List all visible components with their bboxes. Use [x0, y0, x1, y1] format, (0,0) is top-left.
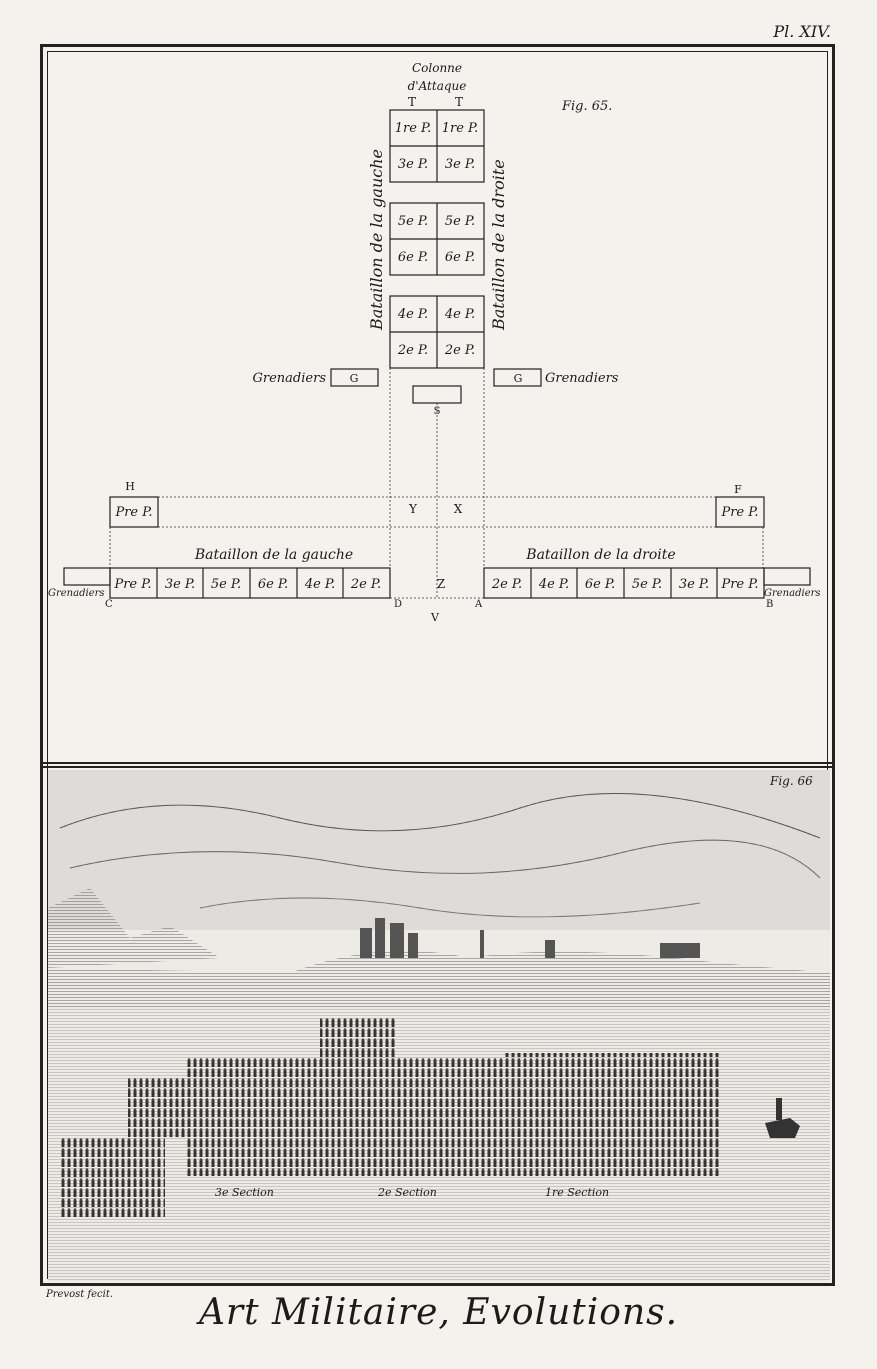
right-line-cell-4: 5e P. [632, 577, 662, 592]
fig65-label: Fig. 65. [561, 99, 612, 114]
left-line-cell-5: 4e P. [304, 577, 335, 592]
grenadiers-right-label: Grenadiers [545, 371, 619, 386]
plate-title: Art Militaire, Evolutions. [0, 1292, 877, 1333]
col-cell-3-left: 3e P. [398, 157, 428, 172]
section-3-label: 3e Section [215, 1186, 274, 1199]
fig66-label: Fig. 66 [770, 774, 813, 788]
col-cell-6-left: 6e P. [398, 250, 428, 265]
label-D: D [394, 599, 402, 610]
left-line-cell-1: Pre P. [113, 577, 151, 592]
section-1-label: 1re Section [545, 1186, 609, 1199]
right-line-cell-5: 3e P. [679, 577, 709, 592]
left-line-cell-4: 6e P. [258, 577, 288, 592]
label-Y: Y [408, 502, 418, 516]
label-Z: Z [437, 577, 445, 591]
grenadier-box-left-G: G [350, 372, 359, 385]
fig66-engraving [0, 768, 877, 1288]
label-T-left: T [408, 95, 416, 109]
right-line-cell-2: 4e P. [538, 577, 569, 592]
label-V: V [430, 611, 440, 624]
battalion-right-vertical-label: Bataillon de la droite [489, 159, 508, 331]
col-cell-2-left: 2e P. [397, 343, 428, 358]
label-B: B [766, 599, 773, 610]
fig65-diagram: Fig. 65. Colonne d'Attaque T T Bataillon… [0, 0, 877, 762]
right-line-cell-3: 6e P. [585, 577, 615, 592]
grenadier-box-right-G: G [514, 372, 523, 385]
col-cell-1-right: 1re P. [442, 121, 479, 136]
column-title-line2: d'Attaque [408, 79, 467, 93]
col-cell-4-right: 4e P. [444, 307, 475, 322]
grenadiers-line-right-label: Grenadiers [764, 588, 821, 599]
battalion-right-label: Bataillon de la droite [525, 547, 675, 563]
battalion-left-vertical-label: Bataillon de la gauche [367, 149, 386, 331]
col-cell-3-right: 3e P. [445, 157, 475, 172]
left-line-cell-2: 3e P. [165, 577, 195, 592]
label-F: F [734, 483, 742, 496]
label-C: C [105, 599, 113, 610]
col-cell-5-left: 5e P. [398, 214, 428, 229]
col-cell-2-right: 2e P. [444, 343, 475, 358]
grenadiers-left-label: Grenadiers [253, 371, 327, 386]
right-line-cell-6: Pre P. [720, 577, 758, 592]
col-cell-4-left: 4e P. [397, 307, 428, 322]
battalion-left-label: Bataillon de la gauche [194, 547, 353, 563]
col-cell-5-right: 5e P. [445, 214, 475, 229]
label-T-right: T [455, 95, 463, 109]
label-H: H [125, 480, 135, 493]
section-2-label: 2e Section [378, 1186, 437, 1199]
left-line-cell-6: 2e P. [350, 577, 381, 592]
grenadiers-line-left-label: Grenadiers [48, 588, 105, 599]
right-line-cell-1: 2e P. [491, 577, 522, 592]
label-X: X [454, 502, 463, 516]
left-line-cell-3: 5e P. [211, 577, 241, 592]
label-A: A [474, 599, 483, 610]
h-box-label: Pre P. [114, 505, 152, 520]
f-box-label: Pre P. [720, 505, 758, 520]
col-cell-1-left: 1re P. [395, 121, 432, 136]
column-title-line1: Colonne [412, 61, 462, 75]
col-cell-6-right: 6e P. [445, 250, 475, 265]
